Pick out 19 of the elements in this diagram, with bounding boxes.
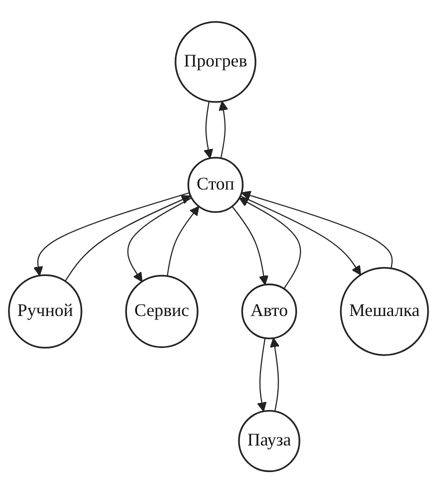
arrow [204,101,214,159]
arrow [64,195,192,282]
node-circle: Ручной [8,274,82,348]
arrow [238,197,302,289]
arrow [240,195,362,276]
arrow [270,338,280,412]
arrow [166,206,200,276]
arrow [127,197,192,282]
arrow [33,192,190,276]
node-circle: Прогрев [174,21,256,103]
arrow [232,206,268,286]
node-circle: Авто [241,283,298,340]
node-circle: Пауза [238,410,300,472]
node-circle: Стоп [187,156,244,213]
node-circle: Мешалка [340,266,429,356]
arrow [257,338,267,412]
arrow [218,100,228,158]
arrow [241,190,393,268]
node-circle: Сервис [125,274,198,348]
